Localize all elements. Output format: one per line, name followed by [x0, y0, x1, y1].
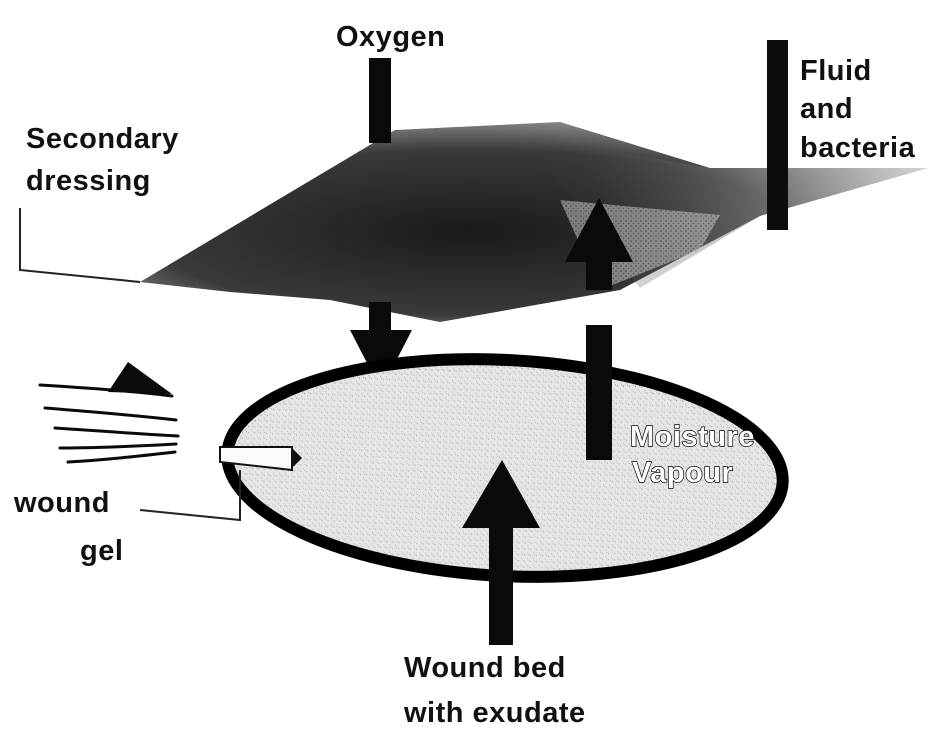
- fluid-label-line2: and: [800, 93, 853, 125]
- wound-bed-label-line1: Wound bed: [404, 652, 566, 684]
- fluid-label-line1: Fluid: [800, 55, 872, 87]
- fluid-bacteria-arrow: [767, 40, 788, 230]
- oxygen-label: Oxygen: [336, 21, 445, 53]
- wound-bed-label-line2: with exudate: [403, 697, 586, 729]
- fluid-label-line3: bacteria: [800, 132, 916, 164]
- moisture-vapour-label-line1: Moisture: [630, 421, 755, 453]
- secondary-dressing-label-line1: Secondary: [26, 123, 179, 155]
- moisture-vapour-label-line2: Vapour: [632, 457, 733, 489]
- wound-gel-label-line1: wound: [13, 487, 110, 519]
- wound-gel-label-line2: gel: [80, 535, 123, 567]
- secondary-dressing-label-line2: dressing: [26, 165, 151, 197]
